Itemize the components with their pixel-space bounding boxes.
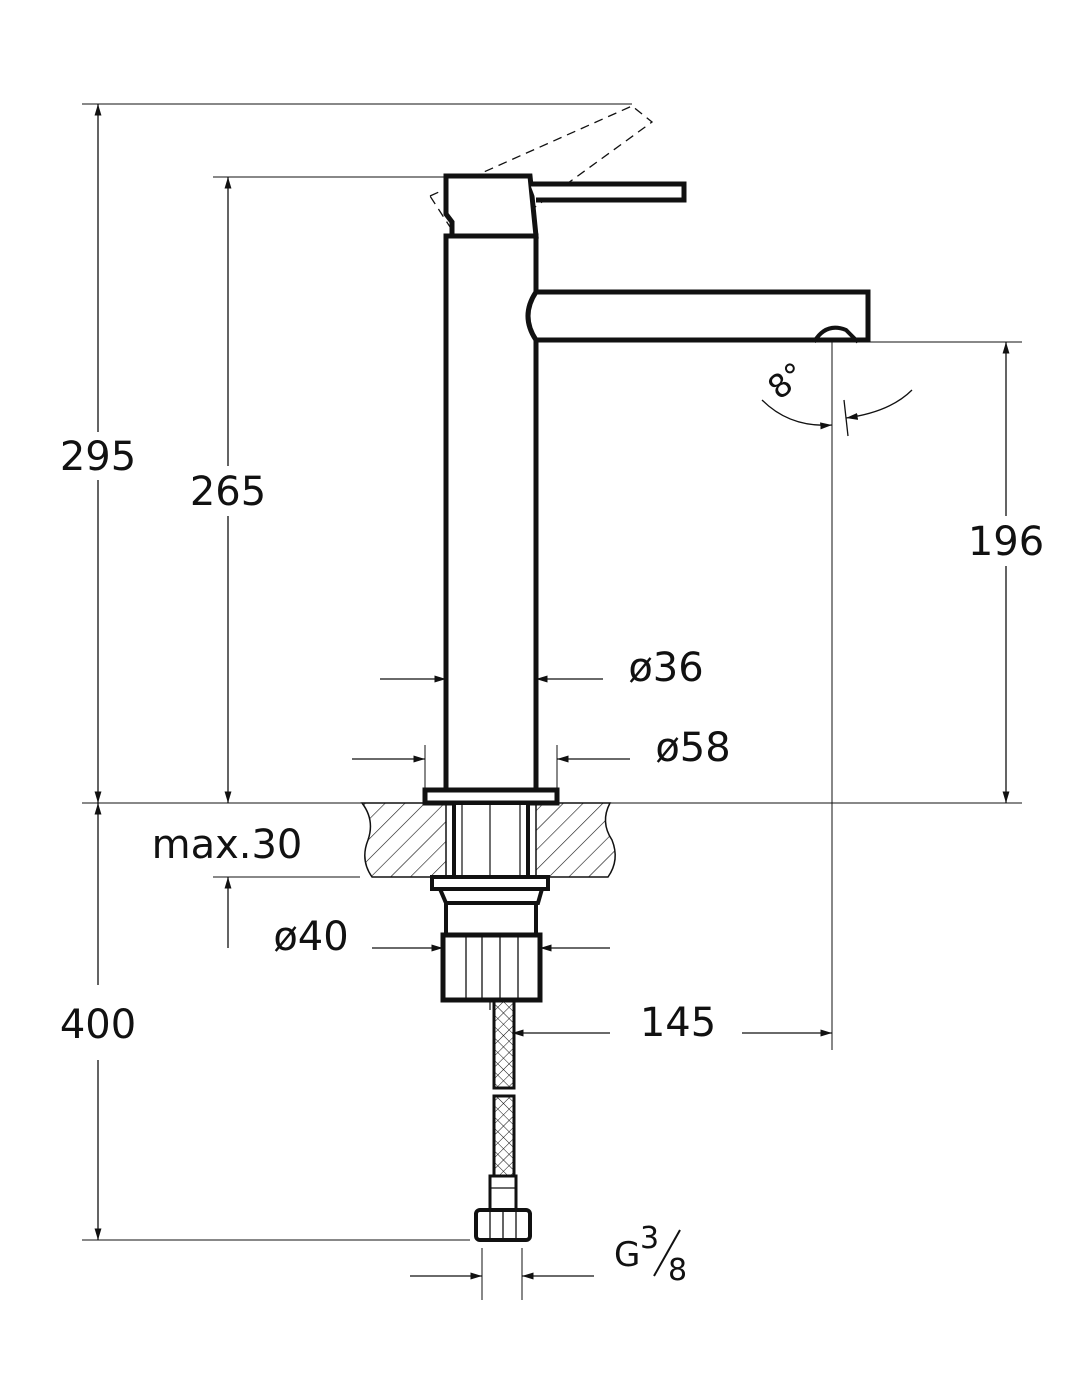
lever-raised-outline	[429, 105, 654, 231]
thread-numerator-label: 3	[640, 1221, 659, 1256]
total-height-label: 295	[60, 434, 136, 480]
extension-lines	[82, 103, 1022, 1300]
spout-height-label: 196	[968, 519, 1044, 565]
thread-denominator-label: 8	[668, 1253, 687, 1288]
spout-angle-label: 8°	[761, 355, 813, 407]
max-counter-thickness-label: max.30	[152, 822, 303, 868]
body-height-label: 265	[190, 469, 266, 515]
dimension-lines	[94, 104, 1010, 1280]
spout-reach-label: 145	[640, 1000, 716, 1046]
hose-length-label: 400	[60, 1002, 136, 1048]
nut-diameter-label: ø40	[273, 914, 348, 960]
thread-prefix-label: G	[614, 1235, 640, 1275]
faucet	[422, 105, 871, 1242]
body-diameter-label: ø36	[628, 645, 703, 691]
countertop-section	[360, 802, 616, 878]
thread-fraction-slash	[653, 1229, 681, 1277]
base-diameter-label: ø58	[655, 725, 730, 771]
